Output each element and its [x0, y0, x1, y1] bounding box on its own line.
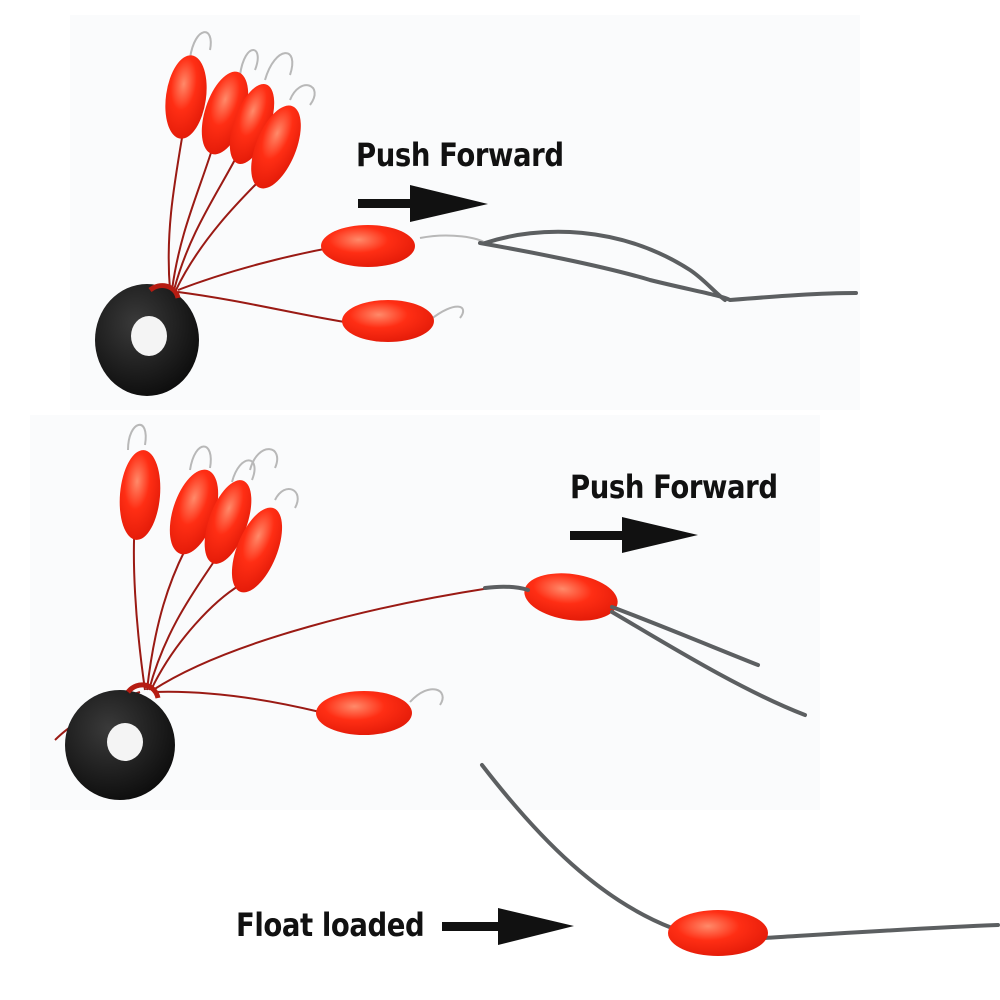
braided-line [478, 229, 858, 303]
float-bead [321, 225, 415, 267]
panel-step-3 [442, 763, 1000, 956]
float-bead [204, 480, 252, 564]
float-bead [229, 84, 275, 164]
caption-float-loaded: Float loaded [236, 906, 425, 944]
right-arrow-icon [570, 517, 698, 553]
right-arrow-icon [442, 908, 574, 945]
caption-push-forward-2: Push Forward [570, 468, 778, 506]
float-bead [165, 55, 207, 139]
rubber-stopper-ring-icon [95, 283, 199, 396]
float-bead [119, 450, 161, 540]
float-bead [342, 300, 434, 342]
rubber-stopper-ring-icon [65, 682, 175, 800]
panel-step-1 [95, 31, 858, 396]
right-arrow-icon [358, 185, 488, 222]
float-bead [524, 573, 618, 621]
braided-line [483, 584, 807, 717]
float-bead [316, 691, 412, 735]
float-bead [251, 105, 301, 189]
braided-line [480, 763, 1000, 940]
panel-step-2 [54, 424, 807, 800]
caption-push-forward-1: Push Forward [356, 136, 564, 174]
float-bead [668, 910, 768, 956]
float-bead [231, 507, 283, 593]
